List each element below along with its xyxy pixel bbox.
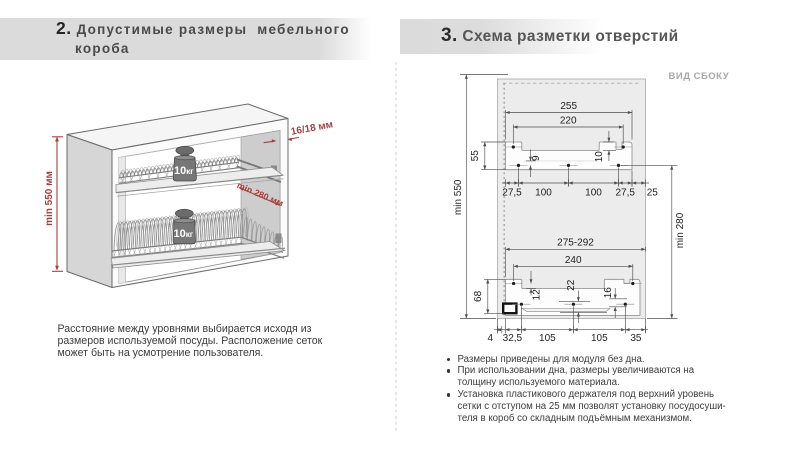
svg-text:55: 55 xyxy=(470,150,481,162)
svg-text:22: 22 xyxy=(566,279,577,291)
svg-text:255: 255 xyxy=(560,101,577,112)
svg-text:10кг: 10кг xyxy=(174,165,194,177)
svg-text:ВИД СБОКУ: ВИД СБОКУ xyxy=(669,71,730,82)
svg-text:68: 68 xyxy=(473,290,484,302)
svg-text:240: 240 xyxy=(565,255,582,266)
svg-text:10кг: 10кг xyxy=(174,228,194,240)
svg-text:27,5: 27,5 xyxy=(502,188,522,199)
svg-text:10: 10 xyxy=(594,151,605,163)
svg-text:100: 100 xyxy=(535,188,552,199)
svg-text:min 280: min 280 xyxy=(675,212,686,248)
svg-text:105: 105 xyxy=(591,333,608,344)
svg-text:4: 4 xyxy=(488,333,494,344)
svg-text:min 550: min 550 xyxy=(453,179,464,215)
svg-text:12: 12 xyxy=(532,289,543,301)
svg-text:16/18 мм: 16/18 мм xyxy=(290,119,334,138)
svg-text:105: 105 xyxy=(539,333,556,344)
svg-text:9: 9 xyxy=(531,155,542,161)
svg-text:220: 220 xyxy=(560,116,577,127)
svg-text:275-292: 275-292 xyxy=(557,238,594,249)
svg-text:35: 35 xyxy=(630,333,642,344)
svg-text:32,5: 32,5 xyxy=(503,333,523,344)
svg-text:16: 16 xyxy=(603,287,614,299)
svg-text:25: 25 xyxy=(647,188,659,199)
svg-text:min 550 мм: min 550 мм xyxy=(44,171,55,226)
svg-text:100: 100 xyxy=(585,188,602,199)
svg-text:27,5: 27,5 xyxy=(615,188,635,199)
